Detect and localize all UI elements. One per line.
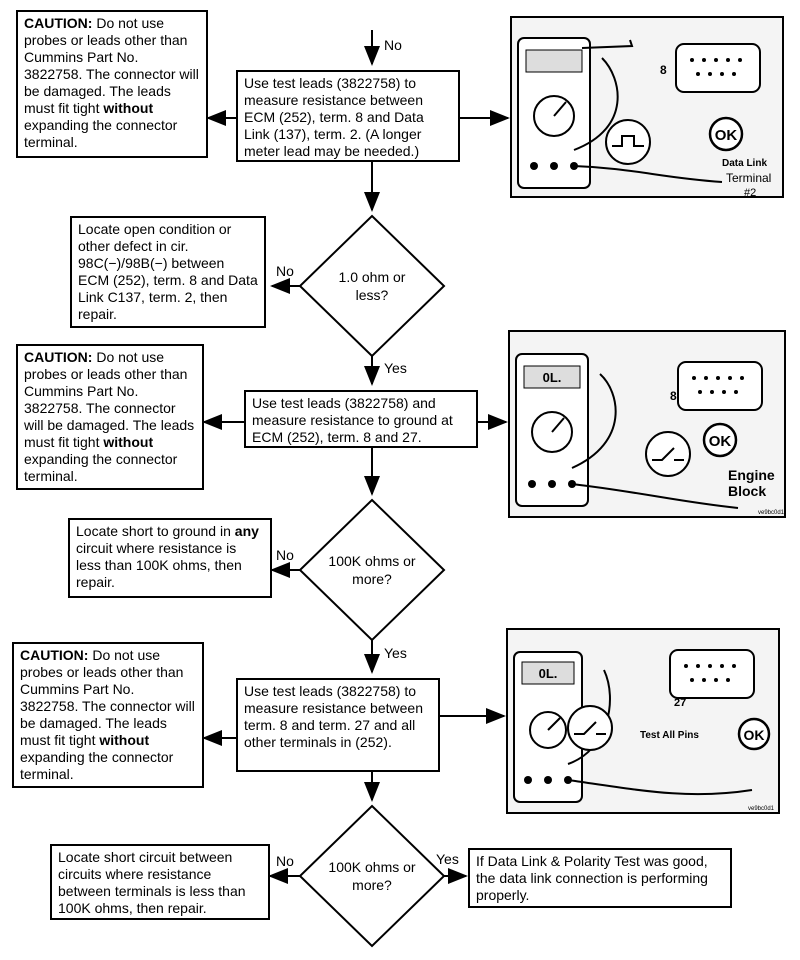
meter-display [523, 365, 581, 389]
fix2-box: Locate short to ground in any circuit wh… [68, 518, 272, 598]
label-decision1-no: No [276, 263, 294, 279]
terminal-label: Terminal [726, 171, 771, 185]
engine-label: Engine [728, 467, 775, 483]
ok-badge-icon [708, 116, 744, 152]
meter-display [521, 661, 575, 685]
continuity-symbol-icon [605, 119, 651, 165]
label-decision2-yes: Yes [384, 645, 407, 661]
meter-reading: 0L. [543, 370, 562, 385]
illustration-2: 0L. 8 OK Engine Block ve9bc0d1 [508, 330, 786, 518]
meter-reading: 0L. [539, 666, 558, 681]
pin-27-label: 27 [674, 697, 686, 709]
figure-code: ve9bc0d1 [758, 510, 785, 516]
figure-code: ve9bc0d1 [748, 806, 775, 812]
label-decision3-no: No [276, 853, 294, 869]
illustration-1-drawing: 8 OK Data Link Terminal #2 [517, 37, 771, 198]
label-entry-no: No [384, 37, 402, 53]
test-lead-red [571, 373, 617, 469]
ecm-connector-icon [669, 649, 755, 699]
illustration-1: 8 OK Data Link Terminal #2 [510, 16, 784, 198]
caution-box-1: CAUTION: Do not use probes or leads othe… [16, 10, 208, 158]
meter-display [525, 49, 583, 73]
terminal-number-label: #2 [744, 187, 756, 198]
illustration-3-drawing: 0L. 27 Test All Pins OK ve9bc0d1 [513, 649, 775, 812]
test-lead-black [573, 165, 723, 183]
ok-text: OK [709, 433, 732, 450]
ecm-connector-icon [677, 361, 763, 411]
label-decision1-yes: Yes [384, 360, 407, 376]
ok-badge-icon [737, 717, 771, 751]
pin-8-label: 8 [670, 389, 677, 403]
fix1-box: Locate open condition or other defect in… [70, 216, 266, 328]
test-lead-red [573, 57, 619, 151]
caution-box-3: CAUTION: Do not use probes or leads othe… [12, 642, 204, 788]
decision1-text: 1.0 ohm or less? [338, 269, 406, 303]
fix3-box: Locate short circuit between circuits wh… [50, 844, 270, 920]
result-box: If Data Link & Polarity Test was good, t… [468, 848, 732, 908]
test-lead-black [571, 483, 739, 509]
illustration-3: 0L. 27 Test All Pins OK ve9bc0d1 [506, 628, 780, 814]
block-label: Block [728, 483, 766, 499]
decision3-diamond [298, 804, 446, 948]
step2-box: Use test leads (3822758) and measure res… [244, 390, 478, 448]
ok-badge-icon [702, 422, 738, 458]
step1-box: Use test leads (3822758) to measure resi… [236, 70, 460, 162]
ok-text: OK [715, 127, 738, 144]
caution-box-2: CAUTION: Do not use probes or leads othe… [16, 344, 204, 490]
label-decision3-yes: Yes [436, 851, 459, 867]
pin-8-label: 8 [660, 63, 667, 77]
illustration-2-drawing: 0L. 8 OK Engine Block ve9bc0d1 [515, 353, 785, 516]
ok-text: OK [744, 727, 765, 743]
label-decision2-no: No [276, 547, 294, 563]
decision3-text: 100K ohms or more? [328, 859, 416, 893]
decision2-text: 100K ohms or more? [328, 553, 416, 587]
test-lead-black [567, 779, 753, 796]
data-link-label: Data Link [722, 158, 767, 169]
step3-box: Use test leads (3822758) to measure resi… [236, 678, 440, 772]
test-all-pins-label: Test All Pins [640, 730, 699, 741]
ecm-connector-icon [675, 43, 761, 93]
